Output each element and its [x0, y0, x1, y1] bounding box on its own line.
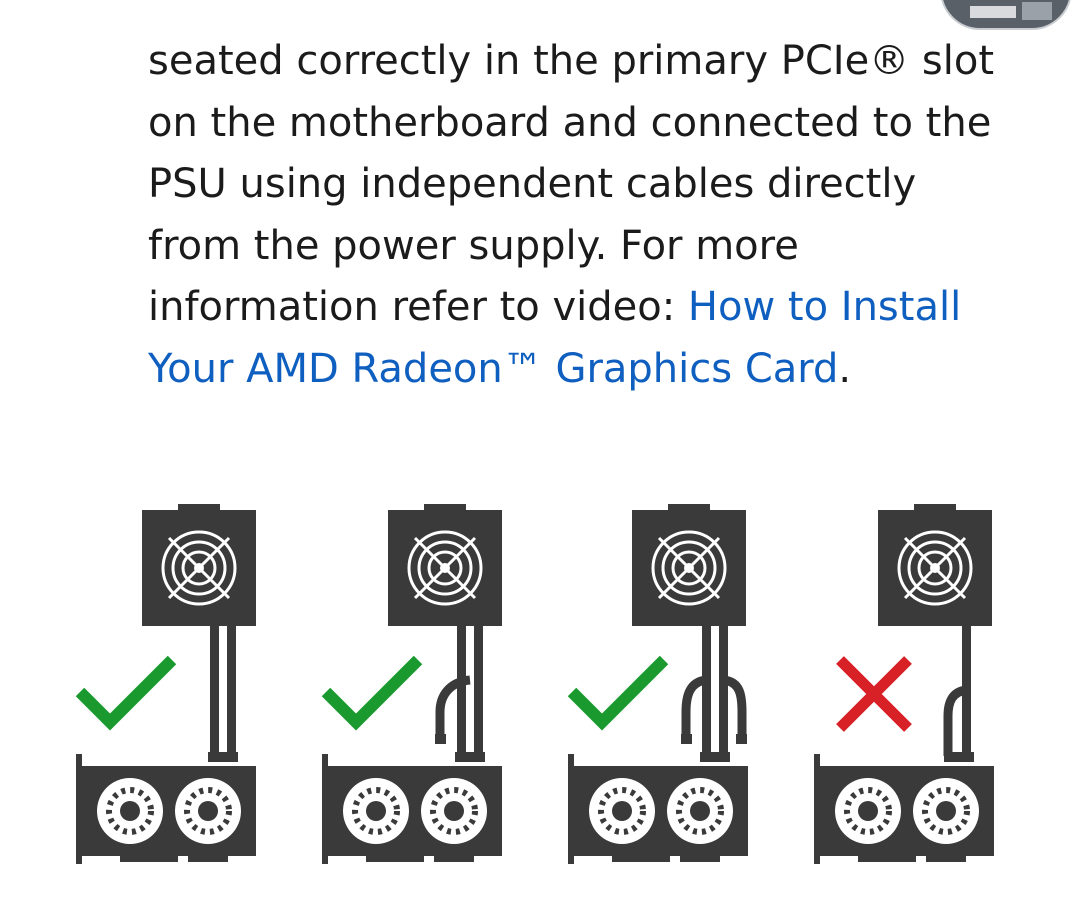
diagram-panel-3: [568, 502, 748, 864]
green-check-icon: [80, 660, 172, 722]
psu-cable-diagram: [0, 502, 1080, 880]
install-video-link[interactable]: How to Install Your AMD Radeon™ Graphics…: [148, 284, 962, 392]
green-check-icon: [572, 660, 664, 722]
thumbnail-detail: [1022, 2, 1052, 20]
diagram-panel-1: [76, 502, 256, 864]
article-paragraph: seated correctly in the primary PCIe® sl…: [148, 31, 1008, 400]
green-check-icon: [326, 660, 418, 722]
red-x-icon: [840, 660, 908, 728]
video-thumbnail[interactable]: [940, 0, 1072, 30]
thumbnail-detail: [970, 6, 1016, 18]
diagram-panel-4: [814, 502, 994, 864]
paragraph-text: seated correctly in the primary PCIe® sl…: [148, 38, 994, 330]
paragraph-end: .: [838, 345, 852, 392]
diagram-panel-2: [322, 502, 502, 864]
